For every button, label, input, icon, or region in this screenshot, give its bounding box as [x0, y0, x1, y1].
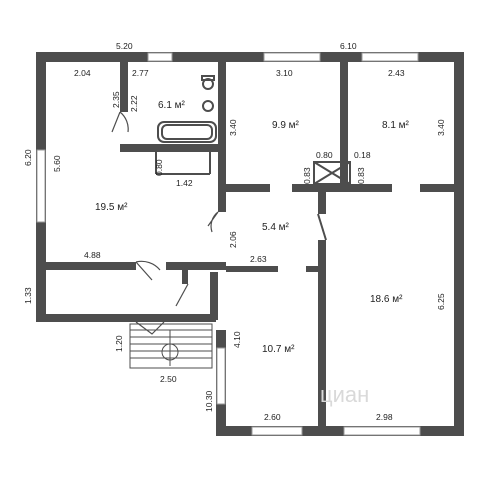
window-top-bed2 — [361, 52, 419, 62]
dim-label: 4.88 — [84, 250, 101, 260]
door-swing — [207, 211, 219, 233]
dim-label: 2.35 — [111, 91, 121, 108]
dim-label: 0.80 — [316, 150, 333, 160]
dim-label: 2.98 — [376, 412, 393, 422]
dim-label: 0.80 — [154, 159, 164, 176]
area-bedroom1: 9.9 м² — [272, 120, 300, 131]
dim-label: 4.10 — [232, 331, 242, 348]
entrance-stairs-icon — [129, 323, 213, 369]
window-bottom-big — [343, 426, 421, 436]
dimensions: 5.20 6.10 2.04 2.77 3.10 2.43 2.35 2.22 … — [23, 41, 446, 422]
window-left-living — [36, 149, 46, 223]
door-swing — [175, 283, 189, 307]
dim-label: 2.77 — [132, 68, 149, 78]
area-big-room: 18.6 м² — [370, 294, 403, 305]
dim-label: 6.25 — [436, 293, 446, 310]
door-swing — [135, 321, 165, 335]
area-living: 19.5 м² — [95, 202, 128, 213]
dim-label: 5.20 — [116, 41, 133, 51]
dim-label: 2.22 — [129, 95, 139, 112]
dim-label: 6.20 — [23, 149, 33, 166]
dim-label: 2.63 — [250, 254, 267, 264]
outer-walls — [36, 52, 464, 436]
interior-walls — [46, 62, 454, 426]
window-bottom-small — [251, 426, 303, 436]
dim-label: 2.60 — [264, 412, 281, 422]
dim-label: 5.60 — [52, 155, 62, 172]
window-left-small — [216, 347, 226, 405]
room-areas: 19.5 м² 6.1 м² 9.9 м² 8.1 м² 5.4 м² 18.6… — [95, 100, 410, 355]
dim-label: 1.20 — [114, 335, 124, 352]
area-bath: 6.1 м² — [158, 100, 186, 111]
dim-label: 2.04 — [74, 68, 91, 78]
window-top-bed1 — [263, 52, 321, 62]
dim-label: 1.33 — [23, 287, 33, 304]
dim-label: 2.06 — [228, 231, 238, 248]
watermark: циан — [320, 382, 369, 407]
window-top-bath — [147, 52, 173, 62]
fixtures — [111, 75, 351, 369]
sink-icon — [202, 100, 214, 112]
dim-label: 2.50 — [160, 374, 177, 384]
ventilation-shaft — [313, 161, 351, 185]
dim-label: 0.18 — [354, 150, 371, 160]
dim-label: 1.42 — [176, 178, 193, 188]
dim-label: 2.43 — [388, 68, 405, 78]
dim-label: 6.10 — [340, 41, 357, 51]
dim-label: 3.40 — [228, 119, 238, 136]
dim-label: 10.30 — [204, 390, 214, 412]
door-swing — [135, 260, 161, 281]
dim-label: 3.40 — [436, 119, 446, 136]
area-small-room: 10.7 м² — [262, 344, 295, 355]
area-bedroom2: 8.1 м² — [382, 120, 410, 131]
bathtub-icon — [157, 121, 217, 143]
dim-label: 0.83 — [302, 167, 312, 184]
dim-label: 0.83 — [356, 167, 366, 184]
dim-label: 3.10 — [276, 68, 293, 78]
area-hall: 5.4 м² — [262, 222, 290, 233]
door-swing — [111, 111, 129, 133]
windows — [36, 52, 421, 436]
